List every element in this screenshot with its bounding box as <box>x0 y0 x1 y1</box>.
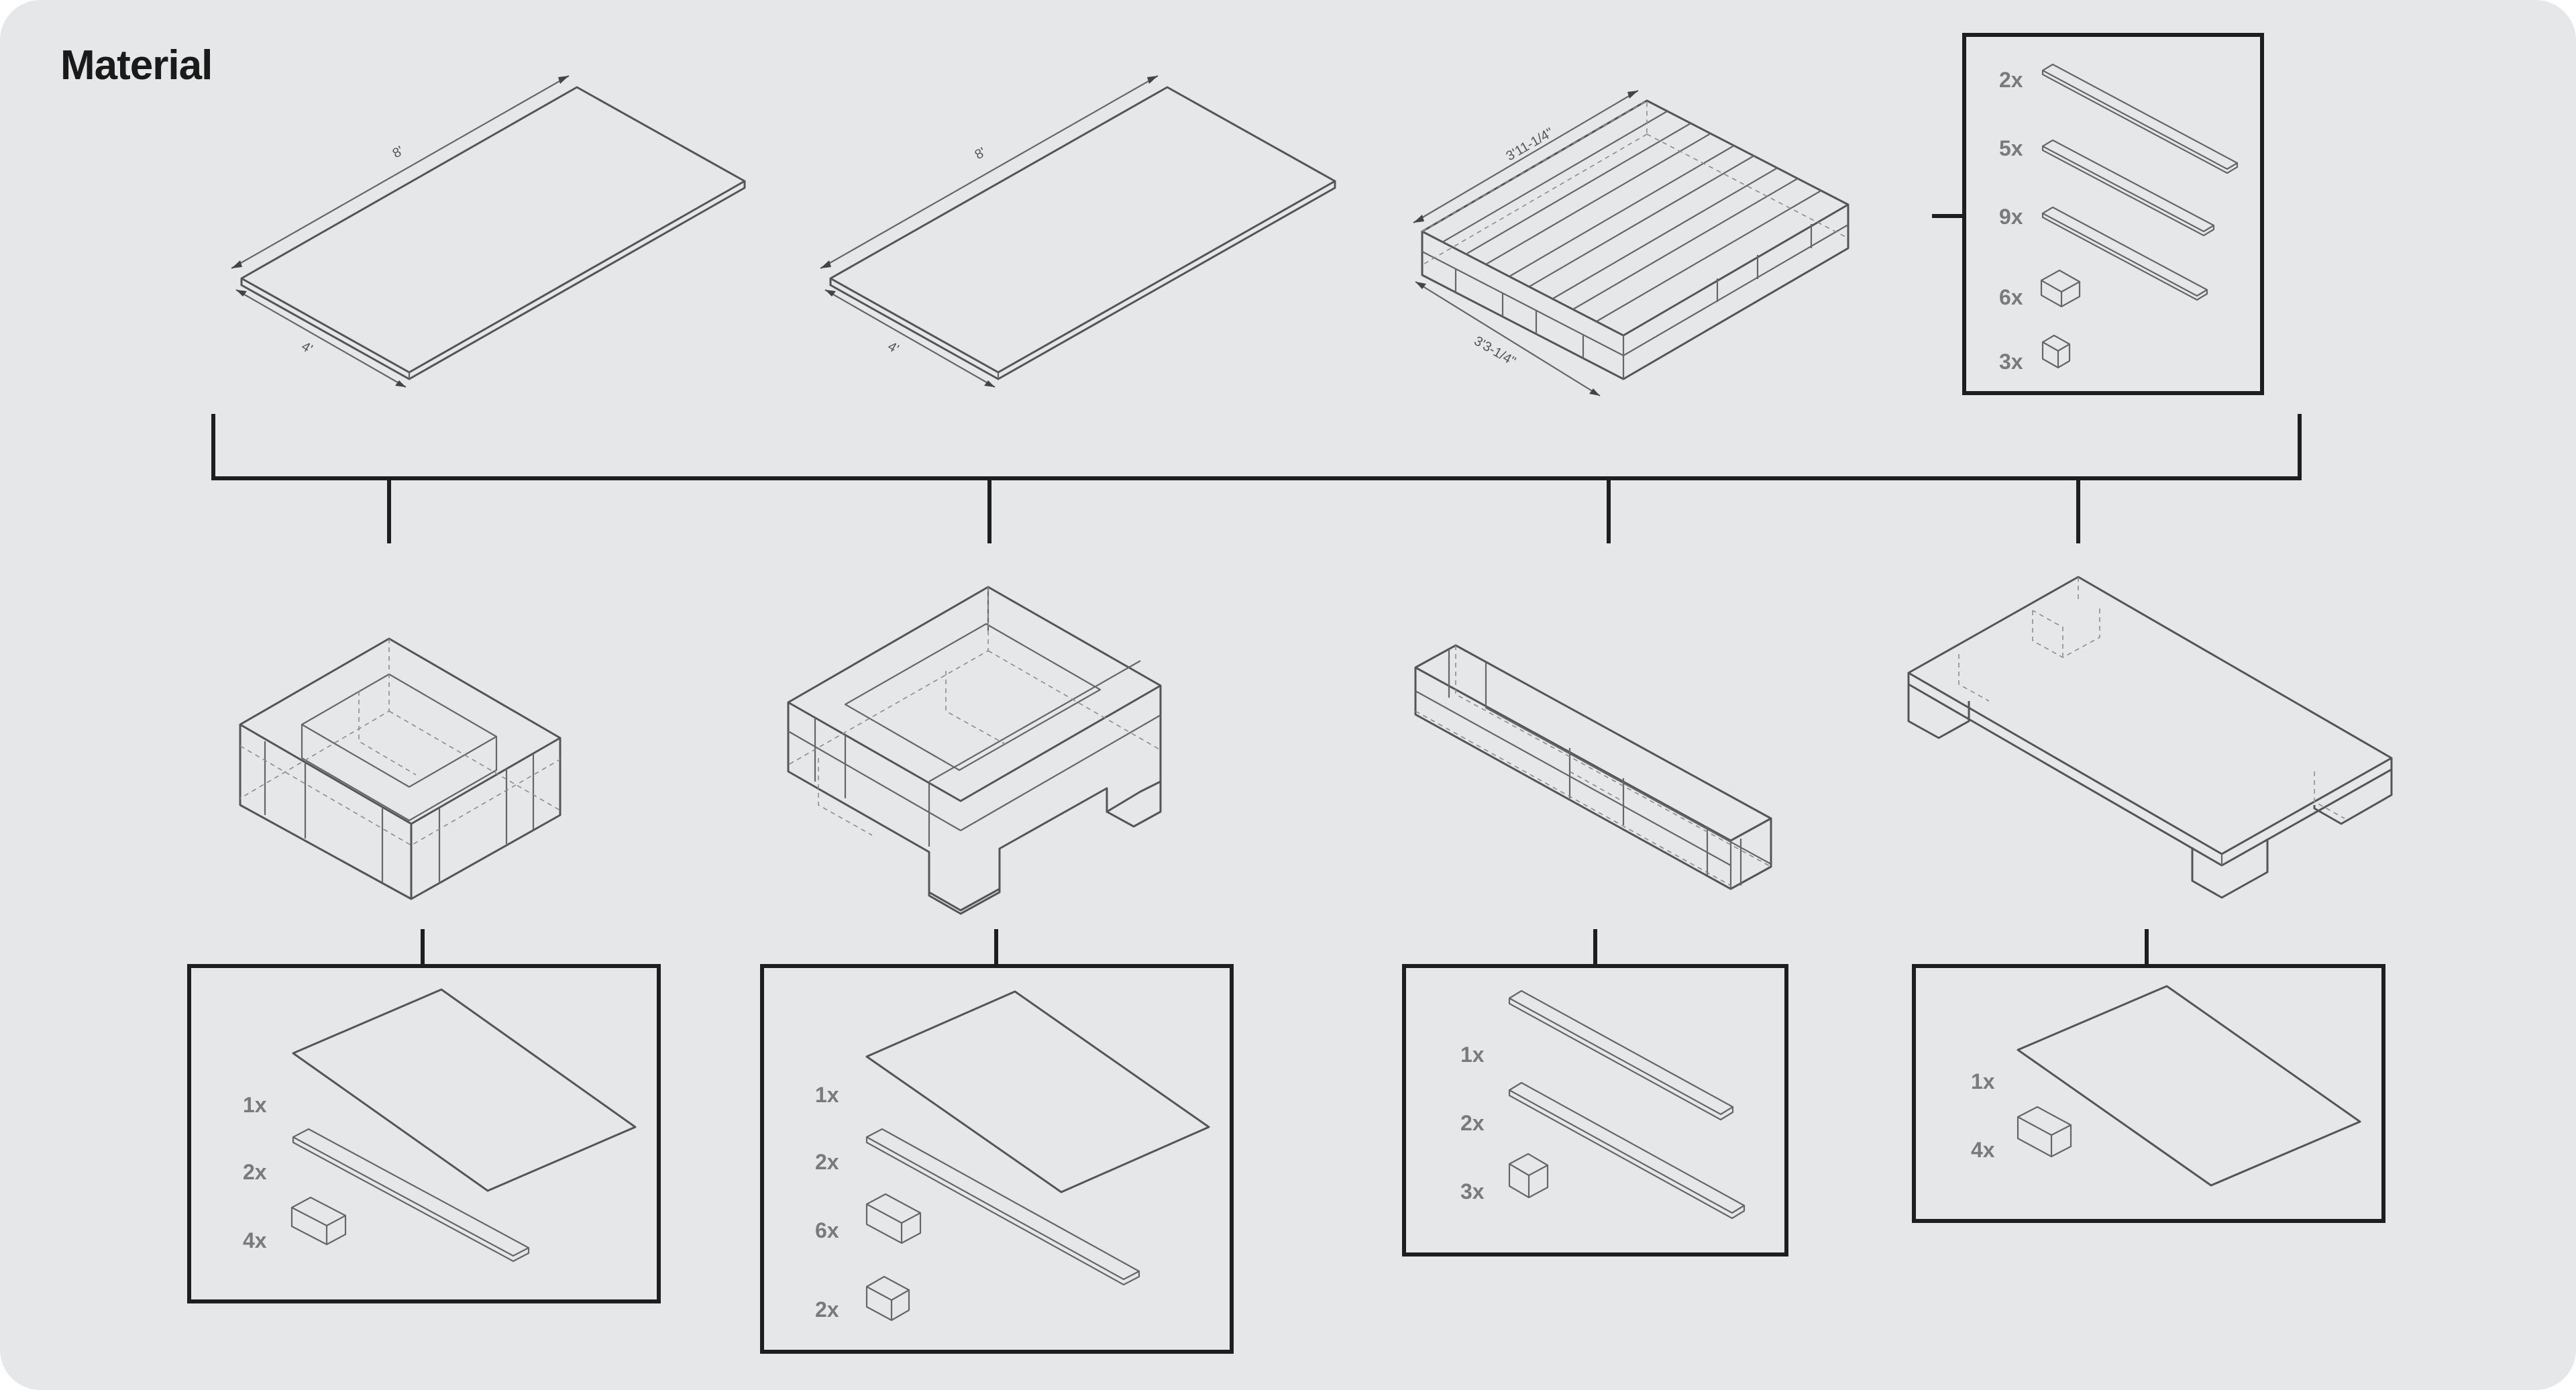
pallet-parts-box <box>1962 33 2264 395</box>
plywood-sheet-2-icon <box>820 75 1336 388</box>
module-2-large-block-icon <box>865 1193 922 1244</box>
module-3-block-icon <box>1508 1153 1549 1199</box>
plywood-sheet-1-icon <box>231 75 746 388</box>
module-4-part-label-1: 1x <box>1971 1069 1995 1093</box>
sheet-2-length-label: 8' <box>973 145 989 163</box>
module-2-sheet-icon <box>865 990 1210 1193</box>
pallet-part-label-3: 9x <box>1999 205 2023 229</box>
module-3-long-board-icon <box>1508 1081 1746 1220</box>
module-1-part-label-3: 4x <box>243 1228 267 1252</box>
module-4-block-icon <box>2017 1106 2072 1158</box>
module-2-parts-box <box>760 964 1234 1354</box>
module-2-part-label-4: 2x <box>815 1297 839 1322</box>
large-block-icon <box>2040 269 2081 308</box>
pallet-icon <box>1413 90 1849 396</box>
module-3-parts-box <box>1402 964 1788 1257</box>
sheet-1-length-label: 8' <box>390 144 407 162</box>
small-block-icon <box>2041 334 2071 369</box>
page-title: Material <box>60 42 213 89</box>
deck-board-icon <box>2041 139 2215 237</box>
pallet-width-label: 3'3-1/4" <box>1472 333 1519 369</box>
distribution-bracket <box>211 414 2302 543</box>
module-1-board-icon <box>292 1128 530 1263</box>
module-3-part-label-3: 3x <box>1460 1179 1485 1204</box>
module-2-board-icon <box>865 1128 1140 1286</box>
pallet-part-label-2: 5x <box>1999 136 2023 160</box>
module-4-parts-box <box>1912 964 2385 1223</box>
module-3-part-label-2: 2x <box>1460 1111 1485 1135</box>
module-1-parts-box <box>187 964 661 1303</box>
pallet-part-label-1: 2x <box>1999 68 2023 92</box>
sheet-1-width-label: 4' <box>299 339 315 357</box>
pallet-part-label-5: 3x <box>1999 350 2023 374</box>
module-1-part-label-2: 2x <box>243 1160 267 1184</box>
module-3-short-board-icon <box>1508 990 1734 1121</box>
sheet-2-width-label: 4' <box>885 339 902 357</box>
module-2-part-label-2: 2x <box>815 1150 839 1174</box>
module-2-assembly-icon <box>787 586 1162 915</box>
module-1-block-icon <box>290 1196 347 1246</box>
module-2-part-label-3: 6x <box>815 1218 839 1242</box>
long-board-icon <box>2041 63 2239 174</box>
module-1-assembly-icon <box>239 637 561 900</box>
pallet-part-label-4: 6x <box>1999 285 2023 309</box>
module-3-part-label-1: 1x <box>1460 1042 1485 1067</box>
module-2-part-label-1: 1x <box>815 1083 839 1107</box>
module-4-sheet-icon <box>2017 985 2361 1187</box>
module-3-assembly-icon <box>1414 644 1772 890</box>
module-2-small-block-icon <box>865 1275 910 1322</box>
module-1-sheet-icon <box>292 988 637 1192</box>
module-4-assembly-icon <box>1907 576 2393 899</box>
stringer-board-icon <box>2041 206 2208 301</box>
module-4-part-label-2: 4x <box>1971 1138 1995 1162</box>
module-1-part-label-1: 1x <box>243 1093 267 1117</box>
